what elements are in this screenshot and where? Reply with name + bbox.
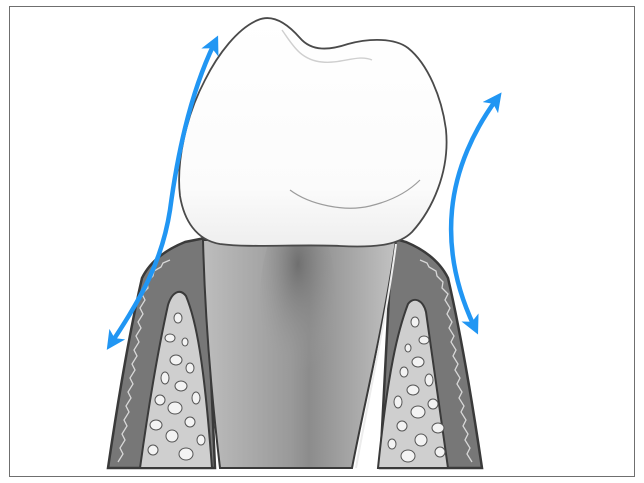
double-headed-arrow-icon <box>451 100 496 326</box>
tooth-crown <box>179 18 446 246</box>
